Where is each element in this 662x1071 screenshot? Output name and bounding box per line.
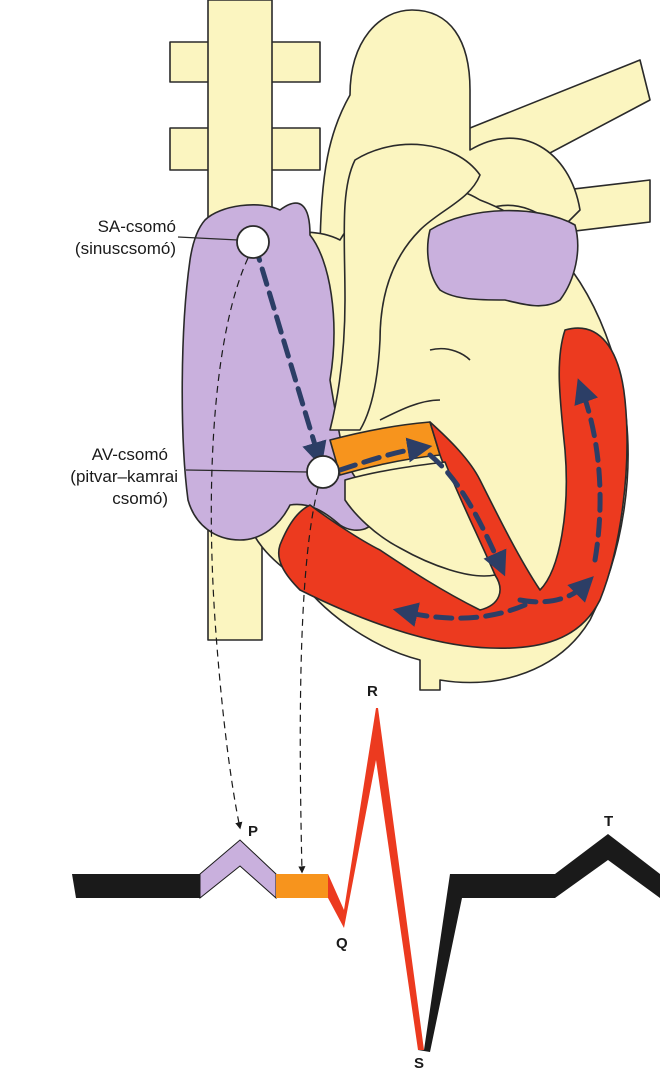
av-node <box>307 456 339 488</box>
ecg-trace <box>72 708 660 1052</box>
sa-node-label-line1: SA-csomó <box>98 217 176 236</box>
ecg-label-s: S <box>414 1055 424 1071</box>
ecg-label-q: Q <box>336 935 348 952</box>
ecg-label-t: T <box>604 813 613 830</box>
sa-node-label-line2: (sinuscsomó) <box>75 239 176 258</box>
av-node-label-line3: csomó) <box>112 489 168 508</box>
ecg-qrs-complex <box>328 708 424 1050</box>
left-atrium <box>428 211 578 306</box>
ecg-st-t-segment <box>418 834 660 1052</box>
ecg-pr-segment <box>276 874 328 898</box>
ecg-p-wave <box>200 840 276 898</box>
heart-illustration <box>170 0 650 690</box>
superior-vena-cava <box>208 0 272 240</box>
ecg-baseline-start <box>72 874 200 898</box>
ecg-label-p: P <box>248 823 258 840</box>
av-node-label-line1: AV-csomó <box>92 445 168 464</box>
ecg-label-r: R <box>367 683 378 700</box>
sa-node <box>237 226 269 258</box>
av-node-label-line2: (pitvar–kamrai <box>70 467 178 486</box>
